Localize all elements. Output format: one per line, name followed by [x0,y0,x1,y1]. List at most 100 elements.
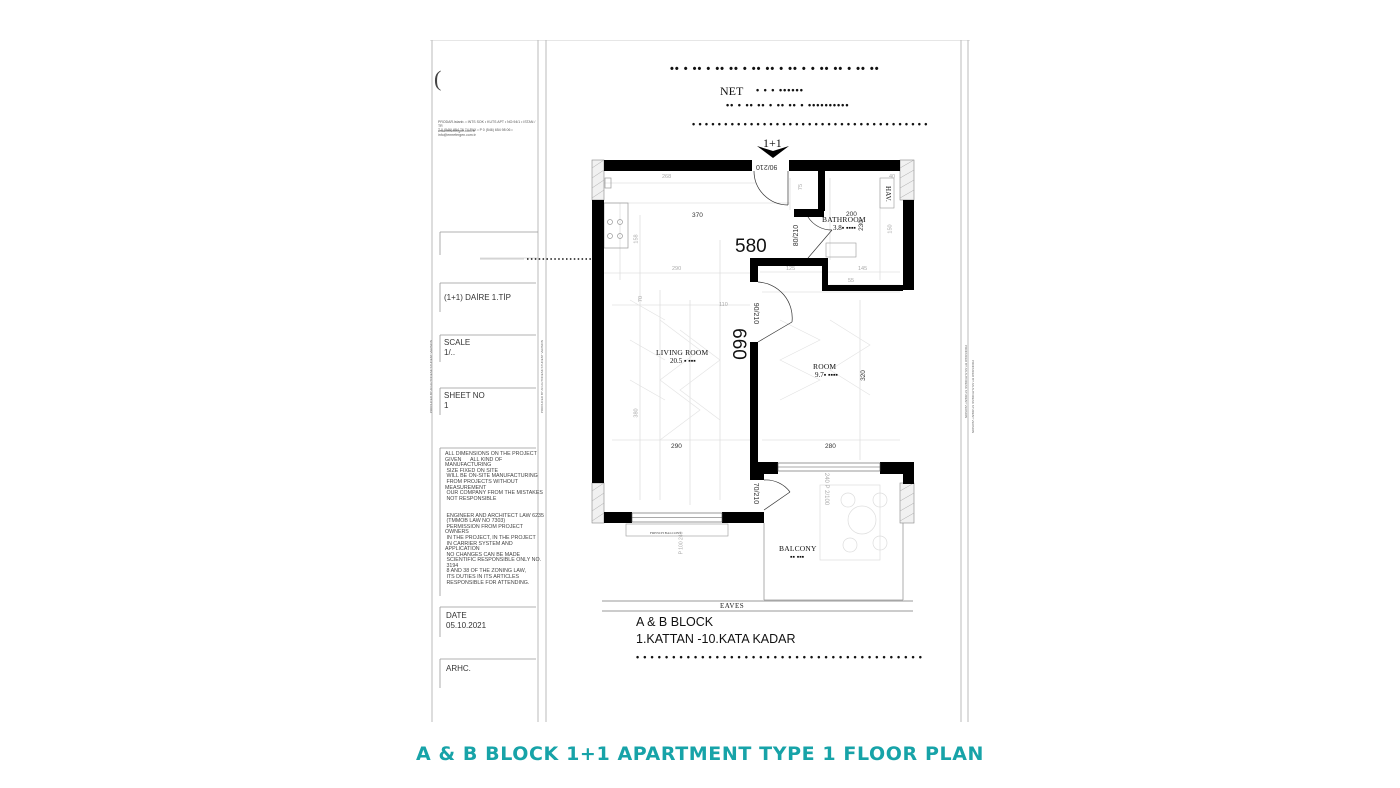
balcony-name: BALCONY [779,544,817,553]
sheet-no-label: SHEET NO [444,391,485,400]
dimension: 320 [859,370,867,381]
legal-note-line: SIZE FIXED ON SITE [445,467,498,474]
room-door [757,281,793,343]
entry-door [753,170,789,206]
french-balcony-window [625,512,729,537]
legal-note-line: RESPONSIBLE FOR ATTENDING. [445,579,530,586]
legal-note-line: OWNERS [445,529,469,536]
company-logo: ( [434,66,442,91]
balcony-outline [763,523,904,601]
dimension: 40 [889,174,896,180]
dimension: 200 [846,211,857,218]
legal-note-line: SCIENTIFIC RESPONSIBLE ONLY NO. [445,557,542,564]
legal-note-line: IN CARRIER SYSTEM AND [445,540,513,547]
eaves-label: EAVES [720,602,745,610]
corner-columns [591,159,915,524]
balcony-area: ▪▪ ▪▪▪ [790,553,805,561]
balcony-door [763,479,791,511]
dimension: 75 [798,183,805,191]
block-title: A & B BLOCK [636,615,714,629]
balcony-window-size: 240 P 2/100 [823,472,830,506]
legal-note-line: MANUFACTURING [445,462,492,469]
scale-label: SCALE [444,338,471,347]
legal-note-line: OUR COMPANY FROM THE MISTAKES [445,490,543,497]
legal-note-line: NO CHANGES CAN BE MADE [445,551,521,558]
bath-door-size: 80/210 [793,224,801,247]
dimension: 150 [887,224,894,234]
column-hatch [591,159,915,522]
dimension: 290 [671,443,682,450]
furniture-hatch [629,299,871,441]
date-label: DATE [446,611,467,620]
legal-note-line: ITS DUTIES IN ITS ARTICLES [445,574,520,581]
dimension: 380 [633,408,640,418]
header-dots-row: •• • •• •• • •• •• • •••••••••• [726,100,850,110]
room-name: ROOM [813,362,837,371]
balcony-door-size: 70/210 [752,482,760,505]
net-label: NET [720,84,744,98]
dimension: 55 [848,278,855,284]
room-area: 9.7▪ ▪▪▪▪ [815,371,838,379]
dimension: 158 [633,234,640,244]
company-address: PRODAR.Istanb. • INTS SOK • KUTS APT • N… [438,120,536,137]
dimension: 125 [786,266,796,272]
footer-dots-row: • • • • • • • • • • • • • • • • • • • • … [636,652,923,662]
dimension: 290 [672,266,682,272]
entry-door-size: 90/210 [756,163,778,170]
student-version-stamp: PRODUCED BY AN AUTODESK STUDENT VERSION [964,345,968,419]
living-room-name: LIVING ROOM [656,348,709,357]
floor-range: 1.KATTAN -10.KATA KADAR [636,632,796,646]
legal-note-line: GIVEN ALL KIND OF [445,456,503,463]
dimension: 110 [719,302,728,308]
legal-note-line: (TMMOB LAW NO 7303) [445,518,506,525]
dimension: 145 [858,266,868,272]
room-door-size: 90/210 [752,302,760,325]
architect-label: ARHC. [446,664,471,673]
date-value: 05.10.2021 [446,621,487,630]
legal-note-line: IN THE PROJECT, IN THE PROJECT [445,534,536,541]
legal-note-line: MEASUREMENT [445,484,487,491]
page-caption: A & B BLOCK 1+1 APARTMENT TYPE 1 FLOOR P… [415,743,985,765]
hav-label: HAV. [884,186,892,202]
net-dots: • • • •••••• [756,85,804,95]
entry-label: 1+1 [763,136,782,150]
bathroom-name: BATHROOM [822,215,866,224]
entry-arrow [757,146,789,158]
sheet-frame [430,40,970,722]
kitchen-counter [603,177,629,249]
dimension: 230 [857,220,865,231]
bathroom-area: 3.8▪ ▪▪▪▪ [833,224,856,232]
legal-note-line: 8 AND 38 OF THE ZONING LAW, [445,568,526,575]
sheet-no-value: 1 [444,401,449,410]
balcony-furniture [819,484,888,561]
legal-note-line: ALL DIMENSIONS ON THE PROJECT [445,451,537,457]
french-balcony-label: FRENCH BALCONY [650,531,682,535]
legal-note-line: APPLICATION [445,546,480,553]
living-room-area: 20.5 ▪ ▪▪▪ [670,357,696,365]
dimension-660: 660 [727,328,749,360]
project-name: (1+1) DAİRE 1.TİP [444,293,511,302]
bathroom-door [807,216,833,259]
legal-note-line: 3194 [445,562,459,569]
student-version-stamp: PRODUCED BY AN AUTODESK STUDENT VERSION [971,360,975,434]
legal-note-line: WILL BE ON-SITE MANUFACTURING [445,473,538,480]
french-balcony-size: P 100 240 [678,531,685,555]
dimension-580: 580 [735,236,767,257]
dimension: 268 [662,174,672,180]
dimension: 280 [825,443,836,450]
legal-note-line: ENGINEER AND ARCHITECT LAW 6235 [445,512,544,519]
room-window [777,462,881,472]
floor-plan [480,146,915,612]
dimension: 70 [638,295,645,303]
walls [592,160,914,523]
bathroom-fixtures [825,177,895,258]
address-line: PRODAR.Istanb. • INTS SOK • KUTS APT • N… [438,120,536,129]
drawing-sheet: ( PRODAR.Istanb. • INTS SOK • KUTS APT •… [429,40,975,722]
legal-note-line: NOT RESPONSIBLE [445,495,497,502]
company-website: www.emrefergen.com.tr [438,129,475,133]
legal-note-line: FROM PROJECTS WITHOUT [445,478,518,485]
legal-note-line: PERMISSION FROM PROJECT [445,523,523,530]
dimension: 370 [692,212,703,219]
scale-value: 1/.. [444,348,456,357]
